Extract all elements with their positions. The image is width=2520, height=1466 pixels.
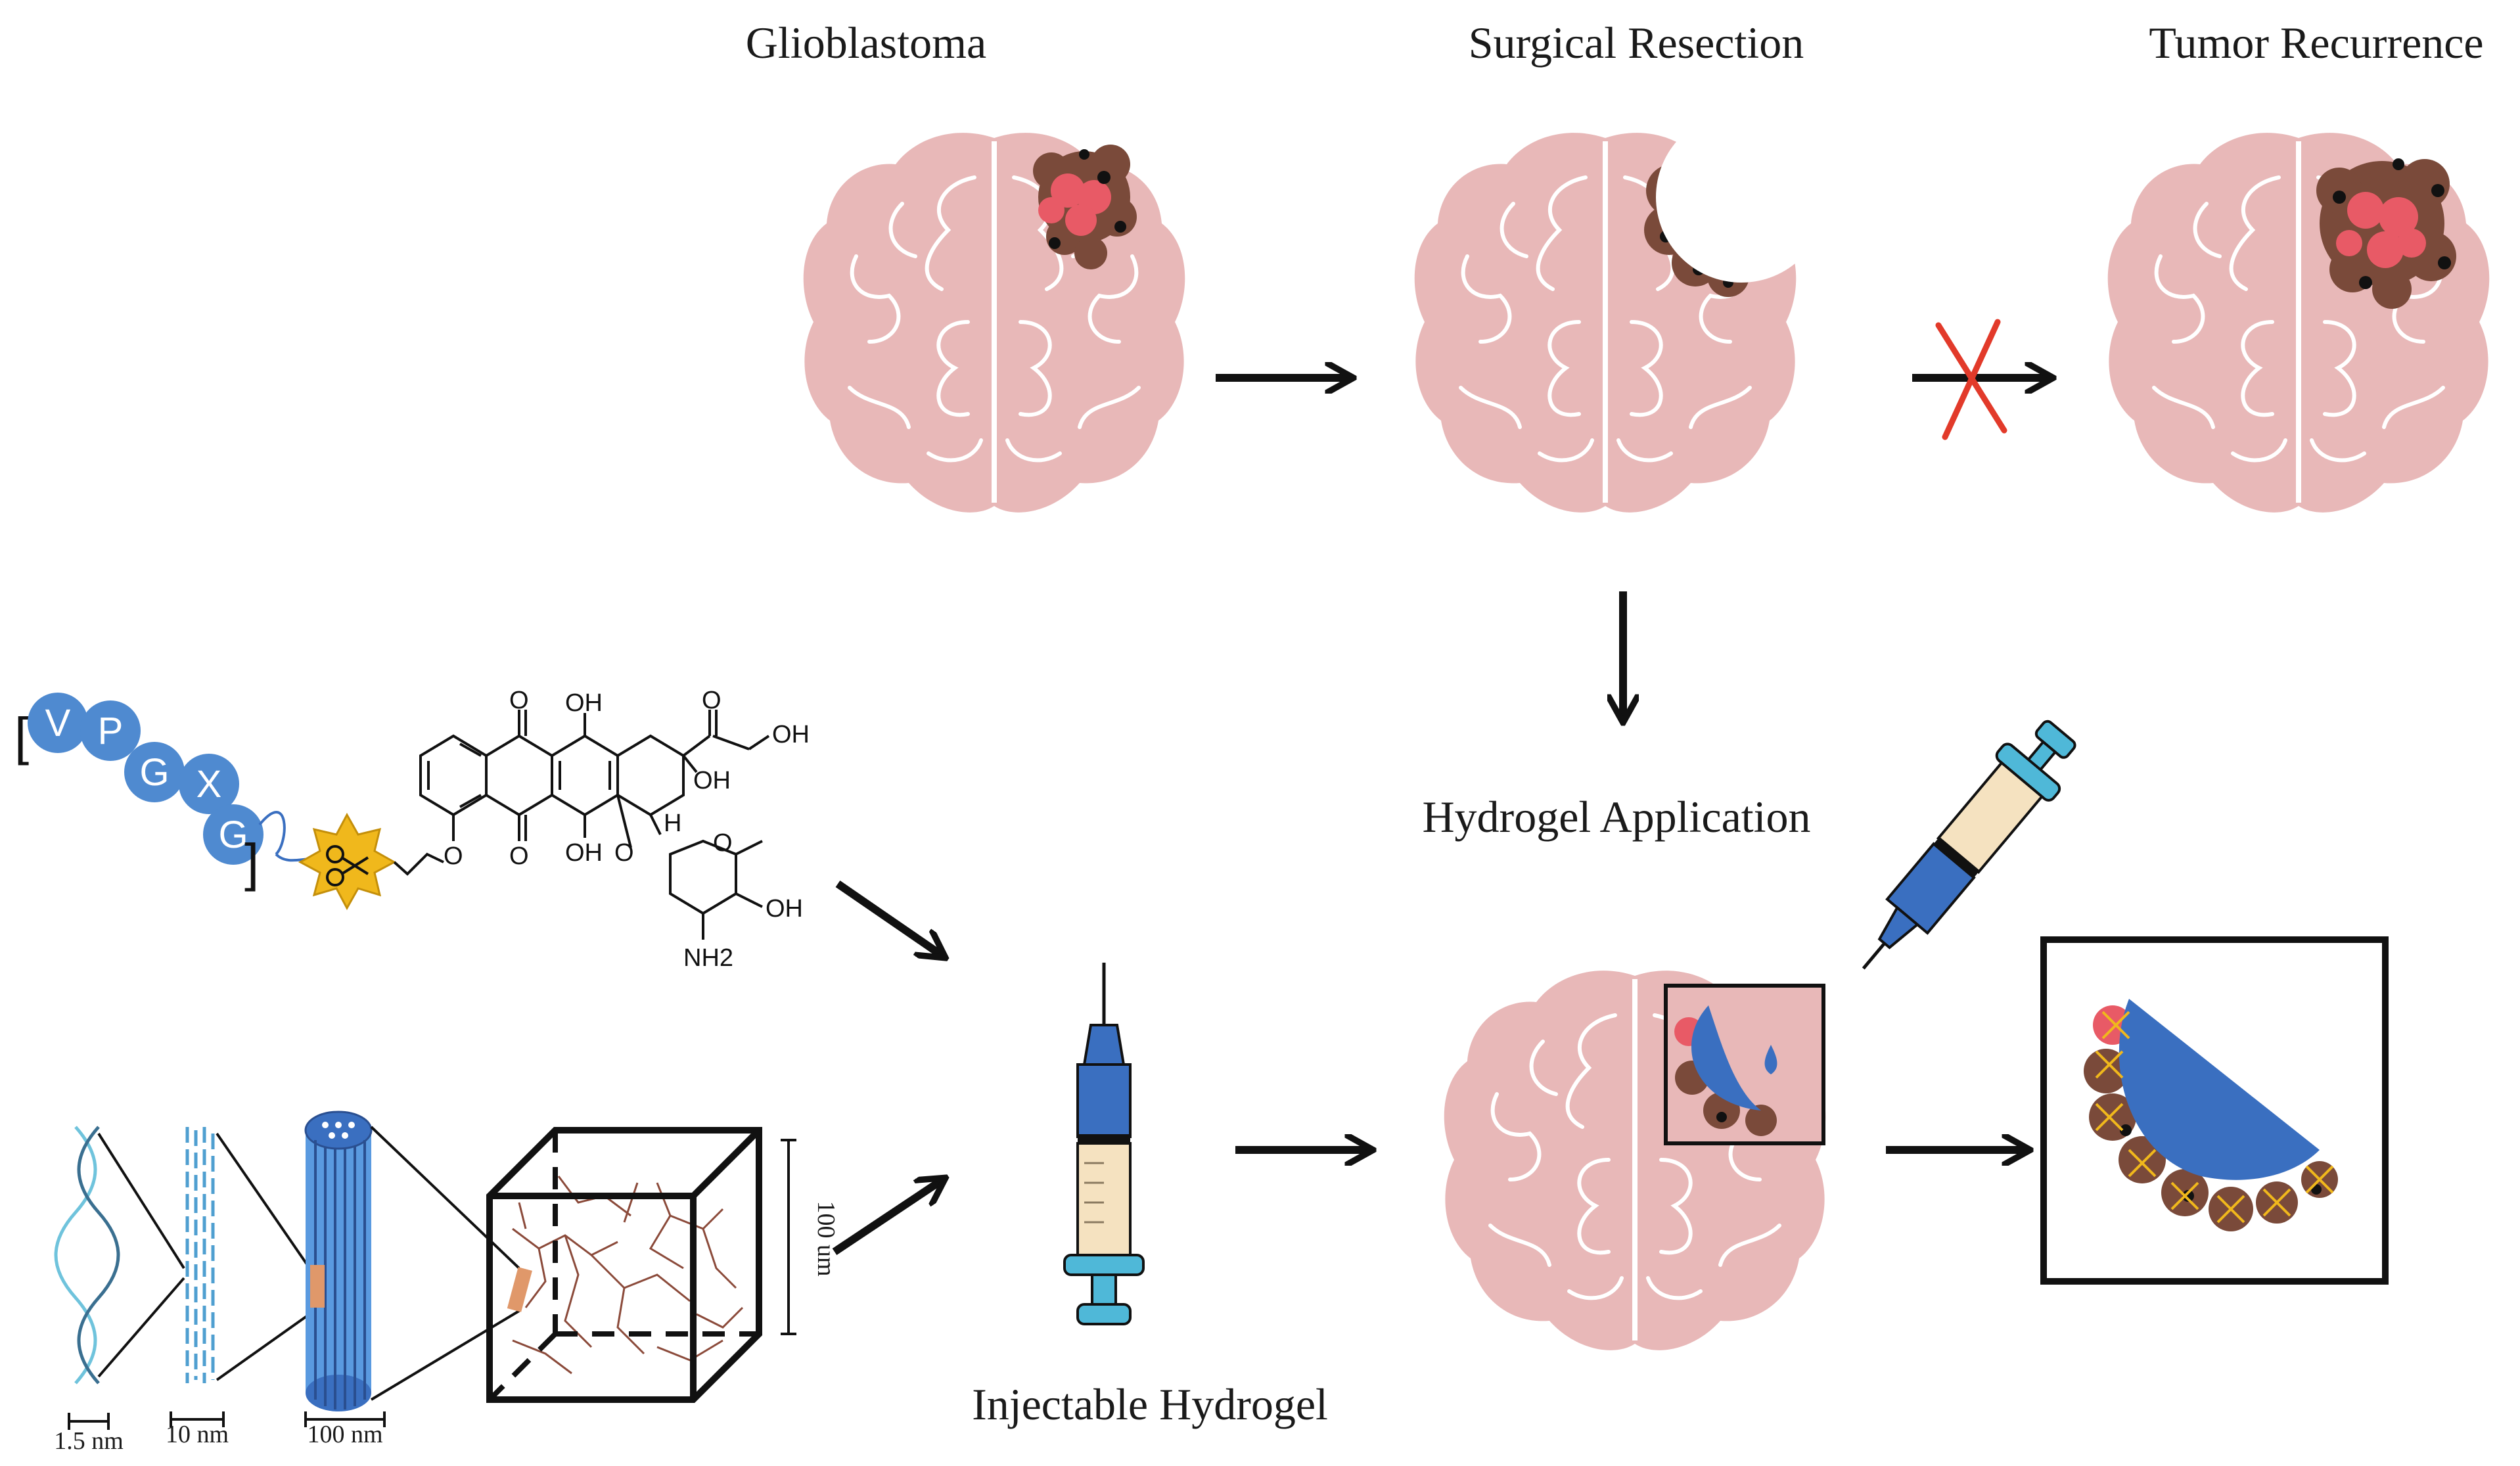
helix-icon	[54, 1126, 120, 1385]
peptide-bracket-close: ]	[244, 833, 259, 892]
arrow-drug-to-hydrogel	[835, 881, 943, 956]
brain-hydrogel-application	[1444, 971, 1826, 1350]
cleavage-site-icon	[298, 812, 397, 911]
scale-label-100nm: 100 nm	[307, 1421, 382, 1448]
residue-v: V	[45, 702, 71, 744]
label-nh2: NH2	[683, 944, 733, 972]
title-injectable-hydrogel: Injectable Hydrogel	[972, 1379, 1328, 1429]
scale-bars	[68, 1139, 796, 1430]
title-glioblastoma: Glioblastoma	[746, 18, 986, 68]
title-tumor-recurrence: Tumor Recurrence	[2149, 18, 2483, 68]
label-oh-top: OH	[565, 689, 603, 717]
peptide-linker: [ V P G X G ]	[14, 693, 323, 892]
residue-g: G	[139, 751, 169, 794]
tumor-mass	[1033, 145, 1137, 269]
label-o-ether: O	[444, 842, 463, 870]
title-hydrogel-application: Hydrogel Application	[1422, 792, 1810, 842]
label-oh-sugar: OH	[766, 895, 803, 923]
brain-surgical-resection	[1415, 112, 1827, 513]
brain-tumor-recurrence	[2108, 133, 2490, 513]
syringe-injectable-icon	[1063, 963, 1145, 1325]
label-oh-right: OH	[772, 721, 810, 748]
peptide-bracket-open: [	[14, 707, 29, 766]
recurrent-tumor	[2316, 158, 2456, 309]
residue-x: X	[196, 763, 222, 806]
residue-p: P	[98, 710, 124, 752]
scale-label-1-5nm: 1.5 nm	[54, 1427, 124, 1455]
arrow-blocked-recurrence	[1912, 319, 2050, 440]
hydrogel-network-cube-icon	[486, 1127, 762, 1403]
filament-icon	[185, 1127, 215, 1383]
drug-release-marks	[2095, 1011, 2334, 1224]
nanofiber-cylinder-icon	[304, 1111, 373, 1411]
label-o-ring: O	[713, 829, 733, 857]
closeup-panel	[2040, 936, 2389, 1285]
label-h: H	[664, 810, 681, 837]
label-o-bottom: O	[509, 842, 529, 870]
scale-label-10nm: 10 nm	[166, 1421, 229, 1448]
doxorubicin-labels: O OH O OH OH O OH O H O O OH NH2	[444, 687, 810, 972]
nanostructure-hierarchy: 1.5 nm 10 nm 100 nm 100 um	[54, 1111, 840, 1455]
label-oh-bottom: OH	[565, 839, 603, 867]
title-surgical-resection: Surgical Resection	[1469, 18, 1804, 68]
label-o-top: O	[509, 687, 529, 714]
label-o-glyco: O	[614, 839, 634, 867]
doxorubicin-structure	[393, 710, 770, 940]
label-oh-side: OH	[693, 767, 731, 794]
brain-glioblastoma	[804, 133, 1185, 513]
resection-margin	[1644, 112, 1827, 297]
arrow-fiber-to-hydrogel	[832, 1180, 943, 1255]
label-o-ketone: O	[702, 687, 722, 714]
residue-g2: G	[218, 813, 248, 856]
syringe-application-icon	[1862, 720, 2076, 970]
scale-label-100um: 100 um	[812, 1201, 840, 1276]
hydrogel-fill	[2119, 999, 2320, 1180]
